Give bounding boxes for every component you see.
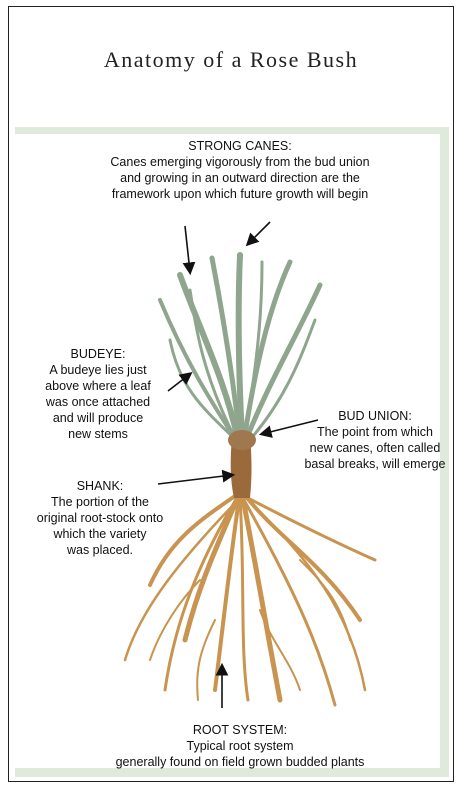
label-bud-union: BUD UNION: The point from which new cane… (300, 408, 450, 472)
label-strong-canes: STRONG CANES: Canes emerging vigorously … (90, 138, 390, 202)
budeye-line-4: and will produce (28, 410, 168, 426)
bud-union-line-3: basal breaks, will emerge (300, 456, 450, 472)
bud-union-heading: BUD UNION: (300, 408, 450, 424)
shank-line-2: original root-stock onto (22, 510, 178, 526)
label-root-system: ROOT SYSTEM: Typical root system general… (90, 722, 390, 770)
budeye-line-1: A budeye lies just (28, 362, 168, 378)
bud-union-line-2: new canes, often called (300, 440, 450, 456)
shank-line-1: The portion of the (22, 494, 178, 510)
budeye-line-2: above where a leaf (28, 378, 168, 394)
bud-union-graphic (228, 430, 256, 450)
root-system-line-2: generally found on field grown budded pl… (90, 754, 390, 770)
budeye-line-5: new stems (28, 426, 168, 442)
strong-canes-line-1: Canes emerging vigorously from the bud u… (90, 154, 390, 170)
shank-heading: SHANK: (22, 478, 178, 494)
budeye-line-3: was once attached (28, 394, 168, 410)
strong-canes-line-3: framework upon which future growth will … (90, 186, 390, 202)
canes-graphic (160, 255, 320, 442)
label-shank: SHANK: The portion of the original root-… (22, 478, 178, 558)
strong-canes-line-2: and growing in an outward direction are … (90, 170, 390, 186)
root-system-line-1: Typical root system (90, 738, 390, 754)
shank-line-3: which the variety (22, 526, 178, 542)
shank-line-4: was placed. (22, 542, 178, 558)
bud-union-line-1: The point from which (300, 424, 450, 440)
strong-canes-heading: STRONG CANES: (90, 138, 390, 154)
strong-canes-arrow-right (248, 222, 270, 244)
budeye-heading: BUDEYE: (28, 346, 168, 362)
strong-canes-arrow-left (185, 226, 190, 272)
label-budeye: BUDEYE: A budeye lies just above where a… (28, 346, 168, 442)
root-system-heading: ROOT SYSTEM: (90, 722, 390, 738)
